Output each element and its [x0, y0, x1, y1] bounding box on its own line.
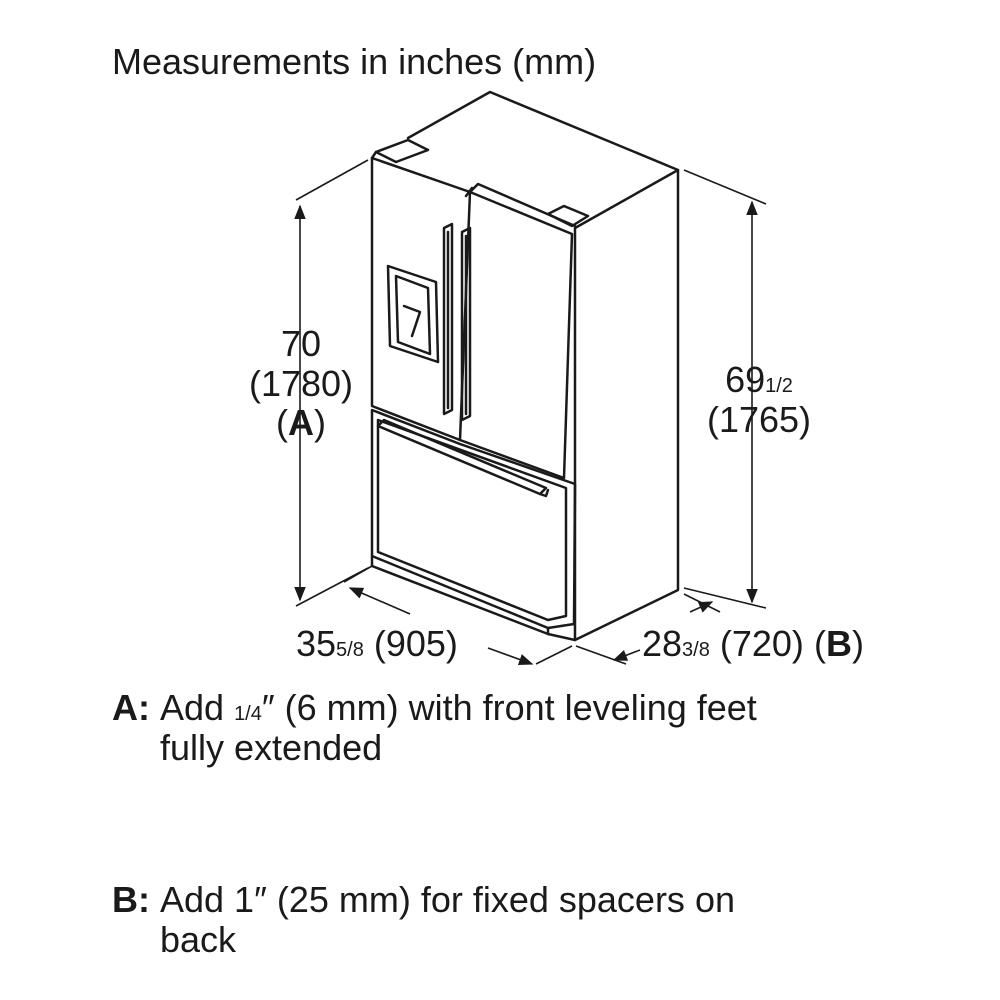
- diagram-title: Measurements in inches (mm): [112, 41, 597, 82]
- width-label: 355/8 (905): [296, 623, 458, 664]
- note-a: A:Add 1/4″ (6 mm) with front leveling fe…: [112, 687, 757, 768]
- depth-label: 283/8 (720) (B): [642, 623, 864, 664]
- height-b-mm: (1765): [706, 398, 812, 440]
- height-a-mm: (1780): [248, 362, 354, 404]
- handle-left: [442, 222, 454, 416]
- note-b: B:Add 1″ (25 mm) for fixed spacers on ba…: [112, 879, 735, 960]
- height-b-label: 691/2 (1765): [694, 360, 824, 439]
- fridge-top: [406, 90, 680, 230]
- height-b-inches: 691/2: [725, 359, 793, 400]
- fridge-side: [573, 168, 680, 642]
- freezer-drawer: [370, 408, 577, 630]
- note-a-key: A:: [112, 687, 150, 728]
- left-door: [370, 156, 472, 442]
- height-a-label: 70 (1780) (A): [236, 324, 366, 443]
- height-a-ref: (A): [276, 402, 326, 444]
- water-dispenser: [386, 264, 440, 364]
- drawer-handle: [376, 418, 548, 496]
- handle-right: [460, 226, 472, 422]
- right-door: [458, 190, 574, 480]
- height-a-inches: 70: [280, 323, 322, 364]
- note-b-key: B:: [112, 879, 150, 920]
